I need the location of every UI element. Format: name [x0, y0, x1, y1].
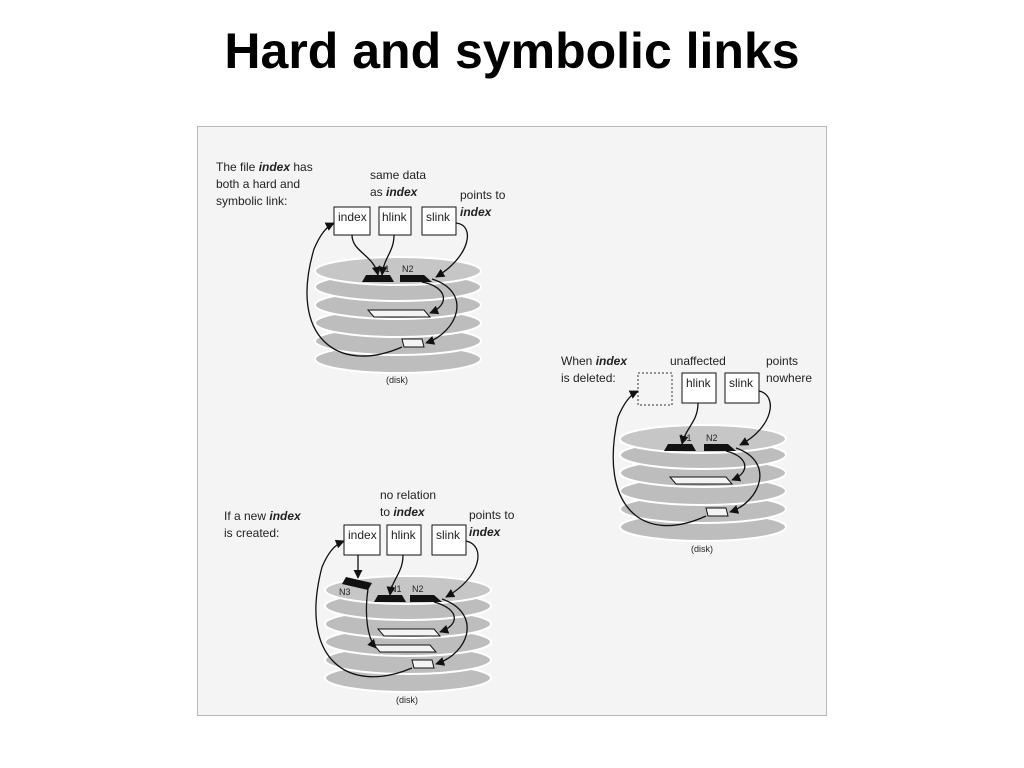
panel1-file-index-label: index: [338, 210, 367, 224]
panel-original: The file index has both a hard and symbo…: [216, 160, 506, 385]
panel2-arrow-symlink-deleted: [612, 390, 707, 527]
panel1-arrow-n1-data: [421, 281, 445, 315]
panel2-caption-line2: is deleted:: [561, 371, 616, 385]
panel2-file-slink: [724, 372, 760, 404]
panel3-caption: If a new index: [224, 509, 302, 523]
panel2-deleted-index: [637, 372, 673, 406]
panel2-disk-label: (disk): [691, 544, 713, 554]
panel3-arrow-slink: [445, 540, 479, 598]
panel2-arrow-n1-data: [725, 450, 746, 482]
panel3-symlink-block: [411, 659, 435, 669]
panel3-no-relation-label2: to index: [380, 505, 426, 519]
panel3-disk-label: (disk): [396, 695, 418, 705]
panel1-arrow-index: [351, 234, 381, 276]
panel2-nowhere-label: nowhere: [766, 371, 812, 385]
panel1-inode-n2-label: N2: [402, 264, 414, 274]
panel3-file-hlink: [386, 524, 422, 556]
panel2-unaffected-label: unaffected: [670, 354, 726, 368]
panel3-points-to-target: index: [469, 525, 502, 539]
panel3-file-index: [343, 524, 381, 556]
panel2-arrow-hlink: [679, 402, 699, 445]
panel3-arrow-n2-block: [435, 598, 468, 666]
panel-new-index: If a new index is created: no relation t…: [224, 488, 515, 705]
panel2-inode-n2-label: N2: [706, 433, 718, 443]
panel3-inode-n1-label: N1: [390, 584, 402, 594]
diagram-canvas: The file index has both a hard and symbo…: [216, 160, 812, 705]
panel3-arrow-hlink: [386, 554, 404, 596]
panel1-arrow-symlink-index: [306, 222, 403, 357]
panel2-arrow-slink: [739, 390, 771, 446]
panel3-no-relation-label: no relation: [380, 488, 436, 502]
panel1-file-hlink: [378, 206, 412, 236]
panel1-file-hlink-label: hlink: [382, 210, 408, 224]
panel2-symlink-block: [705, 507, 729, 517]
panel2-arrow-n2-block: [729, 447, 761, 514]
panel3-new-data-block: [372, 644, 438, 653]
panel3-data-block: [376, 628, 442, 637]
panel1-caption-line3: symbolic link:: [216, 194, 287, 208]
panel1-file-slink-label: slink: [426, 210, 451, 224]
panel3-file-index-label: index: [348, 528, 377, 542]
panel1-arrow-hlink: [378, 234, 395, 276]
panel2-file-hlink: [681, 372, 717, 404]
links-diagram: The file index has both a hard and symbo…: [197, 126, 827, 716]
panel3-points-to-label: points to: [469, 508, 515, 522]
panel2-file-slink-label: slink: [729, 376, 754, 390]
panel1-inode-n1: [362, 275, 394, 282]
panel3-inode-n2-label: N2: [412, 584, 424, 594]
panel1-caption-line2: both a hard and: [216, 177, 300, 191]
panel3-arrow-n1-data: [433, 601, 455, 634]
panel3-file-slink: [431, 524, 467, 556]
panel2-inode-n2: [704, 444, 736, 451]
panel3-file-slink-label: slink: [436, 528, 461, 542]
panel1-points-to-label: points to: [460, 188, 506, 202]
panel1-disk-label: (disk): [386, 375, 408, 385]
panel2-data-block: [668, 476, 734, 485]
panel3-arrow-n3-data: [365, 588, 377, 649]
panel3-inode-n2: [410, 595, 442, 602]
panel1-same-data-label: same data: [370, 168, 426, 182]
panel1-inode-n2: [400, 275, 432, 282]
panel2-file-hlink-label: hlink: [686, 376, 712, 390]
panel2-points-label: points: [766, 354, 798, 368]
panel1-file-slink: [421, 206, 457, 236]
panel3-arrow-symlink-index: [315, 539, 413, 678]
panel3-caption-line2: is created:: [224, 526, 279, 540]
slide-title: Hard and symbolic links: [224, 23, 800, 79]
panel3-inode-n1: [374, 595, 406, 602]
panel2-inode-n1: [664, 444, 696, 451]
panel-deleted: When index is deleted: unaffected points…: [561, 354, 812, 554]
panel3-inode-n3: [342, 577, 372, 590]
panel1-disk: [314, 256, 482, 374]
panel1-data-block: [366, 309, 432, 318]
panel1-caption: The file index has: [216, 160, 313, 174]
panel2-disk: [619, 424, 787, 542]
panel1-symlink-block: [401, 338, 425, 348]
panel1-same-data-label2: as index: [370, 185, 419, 199]
panel1-arrow-n2-block: [425, 278, 458, 345]
panel1-arrow-slink: [435, 222, 469, 278]
panel1-points-to-target: index: [460, 205, 493, 219]
panel2-caption: When index: [561, 354, 628, 368]
panel3-inode-n3-label: N3: [339, 587, 351, 597]
panel3-file-hlink-label: hlink: [391, 528, 417, 542]
